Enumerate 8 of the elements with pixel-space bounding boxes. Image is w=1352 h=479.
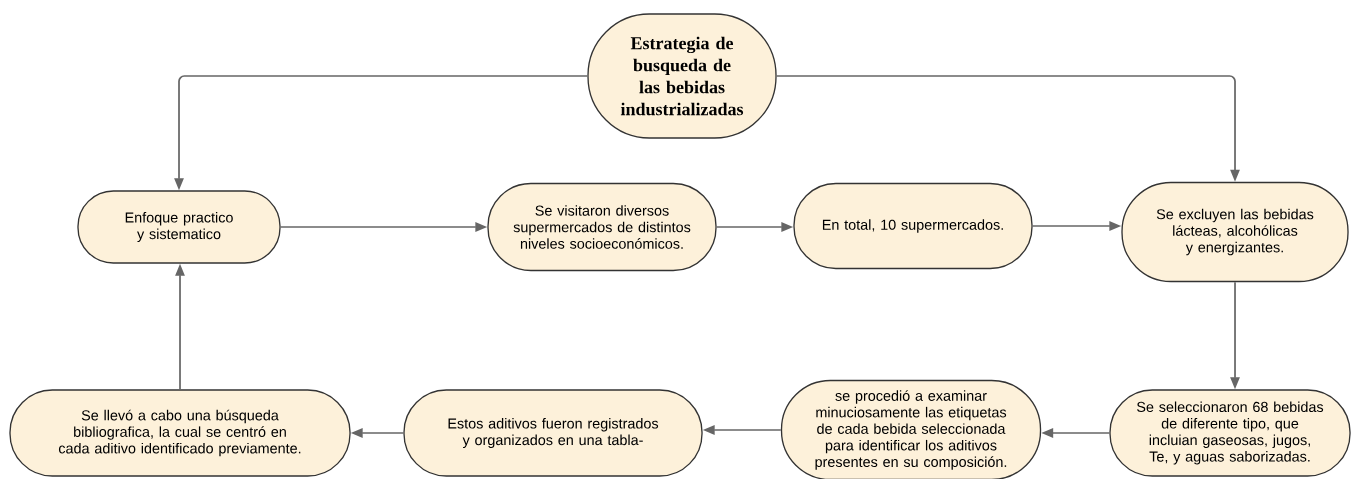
process-box: Se seleccionaron 68 bebidas de diferente tipo, que incluian gaseosas, jugos, Te, y aguas saborizadas. bbox=[1109, 389, 1351, 477]
process-box: Se visitaron diversos supermercados de distintos niveles socioeconómicos. bbox=[487, 182, 717, 272]
process-box: Enfoque practico y sistematico bbox=[77, 190, 281, 264]
process-box: Se excluyen las bebidas lácteas, alcohólicas y energizantes. bbox=[1121, 181, 1349, 283]
process-box: Estos aditivos fueron registrados y organizados en una tabla- bbox=[403, 389, 703, 477]
process-box: se procedió a examinar minuciosamente las etiquetas de cada bebida seleccionada para identificar los aditivos presentes en su composición. bbox=[780, 379, 1042, 479]
process-box: Se llevó a cabo una búsqueda bibliografica, la cual se centró en cada aditivo identificado previamente. bbox=[9, 389, 351, 477]
process-box: En total, 10 supermercados. bbox=[793, 182, 1033, 270]
